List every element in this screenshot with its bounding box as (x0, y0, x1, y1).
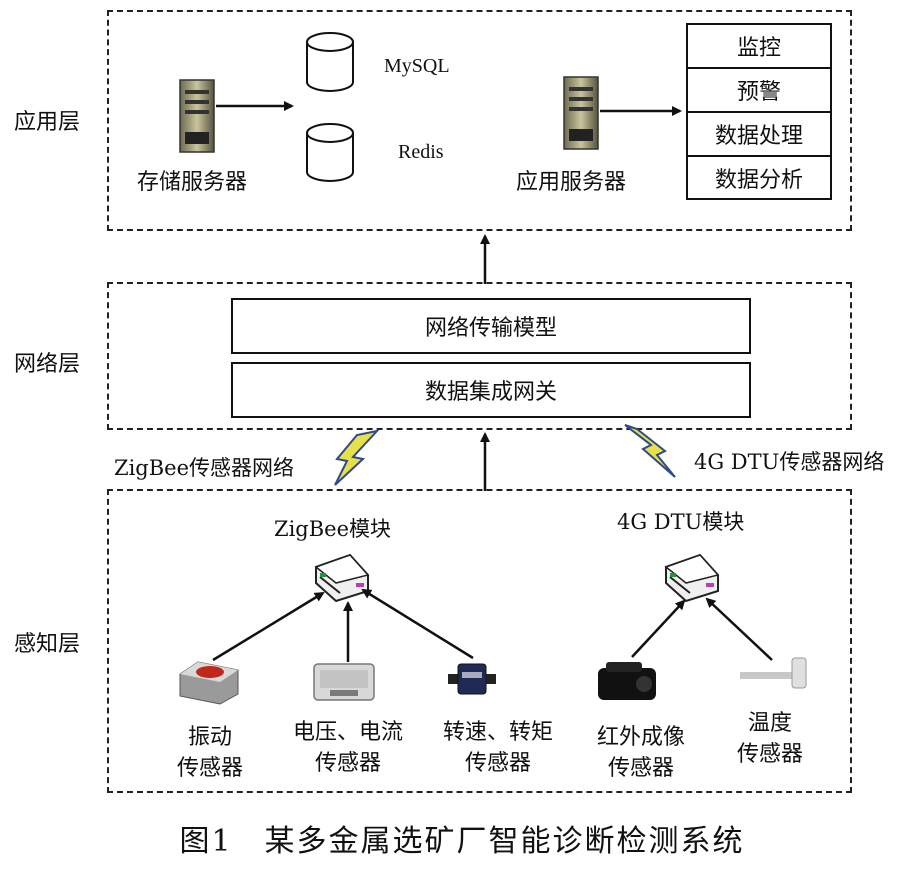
temperature-sensor-icon (740, 657, 807, 689)
sensor-vibration-line1: 振动 (187, 725, 232, 750)
sensor-speed-torque-line1: 转速、转矩 (442, 720, 553, 745)
dtu-wireless-icon (624, 424, 676, 478)
app-server-label: 应用服务器 (516, 170, 627, 195)
application-layer-box (107, 10, 852, 231)
figure-caption: 图1 某多金属选矿厂智能诊断检测系统 (179, 824, 745, 859)
function-data-processing: 数据处理 (686, 111, 832, 157)
sensor-vibration-label: 振动 传感器 (140, 722, 280, 784)
vibration-sensor-icon (179, 661, 239, 705)
perception-layer-label: 感知层 (14, 632, 81, 657)
vibration-to-zigbee-arrow (212, 591, 325, 662)
zigbee-wireless-icon (334, 429, 380, 486)
sensor-voltage-current-line1: 电压、电流 (292, 720, 403, 745)
speed-to-zigbee-arrow (361, 588, 474, 660)
perception-layer-box (107, 489, 852, 793)
sensor-infrared-line1: 红外成像 (596, 725, 685, 750)
zigbee-module-icon (314, 553, 370, 603)
temperature-to-dtu-arrow (705, 597, 773, 661)
redis-label: Redis (398, 141, 444, 163)
sensor-infrared-label: 红外成像 传感器 (566, 722, 716, 784)
function-data-analysis: 数据分析 (686, 155, 832, 200)
zigbee-network-label: ZigBee传感器网络 (114, 456, 295, 480)
mysql-database-icon (306, 32, 354, 92)
infrared-to-dtu-arrow (631, 599, 686, 658)
storage-server-label: 存储服务器 (137, 170, 248, 195)
dtu-module-label: 4G DTU模块 (617, 510, 745, 534)
sensor-temperature-line1: 温度 (747, 711, 792, 736)
sensor-voltage-current-line2: 传感器 (314, 751, 381, 776)
sensor-temperature-line2: 传感器 (736, 742, 803, 767)
network-layer-label: 网络层 (14, 352, 81, 377)
data-integration-gateway-box: 数据集成网关 (231, 362, 751, 418)
sensor-vibration-line2: 传感器 (176, 756, 243, 781)
redis-database-icon (306, 123, 354, 182)
voltage-current-sensor-icon (313, 663, 375, 701)
sensor-infrared-line2: 传感器 (607, 756, 674, 781)
network-layer-box (107, 282, 852, 430)
network-transmission-model-box: 网络传输模型 (231, 298, 751, 354)
sensor-speed-torque-label: 转速、转矩 传感器 (418, 717, 578, 779)
mysql-label: MySQL (384, 55, 450, 77)
function-warning: 预警 (686, 67, 832, 113)
sensor-voltage-current-label: 电压、电流 传感器 (268, 717, 428, 779)
speed-torque-sensor-icon (448, 663, 496, 695)
sensor-temperature-label: 温度 传感器 (700, 708, 840, 770)
storage-server-icon (179, 79, 215, 153)
app-server-icon (563, 76, 599, 150)
dtu-network-label: 4G DTU传感器网络 (694, 450, 885, 474)
function-monitoring: 监控 (686, 23, 832, 69)
application-layer-label: 应用层 (14, 110, 81, 135)
sensor-speed-torque-line2: 传感器 (464, 751, 531, 776)
dtu-module-icon (664, 553, 720, 603)
zigbee-module-label: ZigBee模块 (274, 517, 392, 541)
infrared-imaging-sensor-icon (598, 662, 656, 700)
